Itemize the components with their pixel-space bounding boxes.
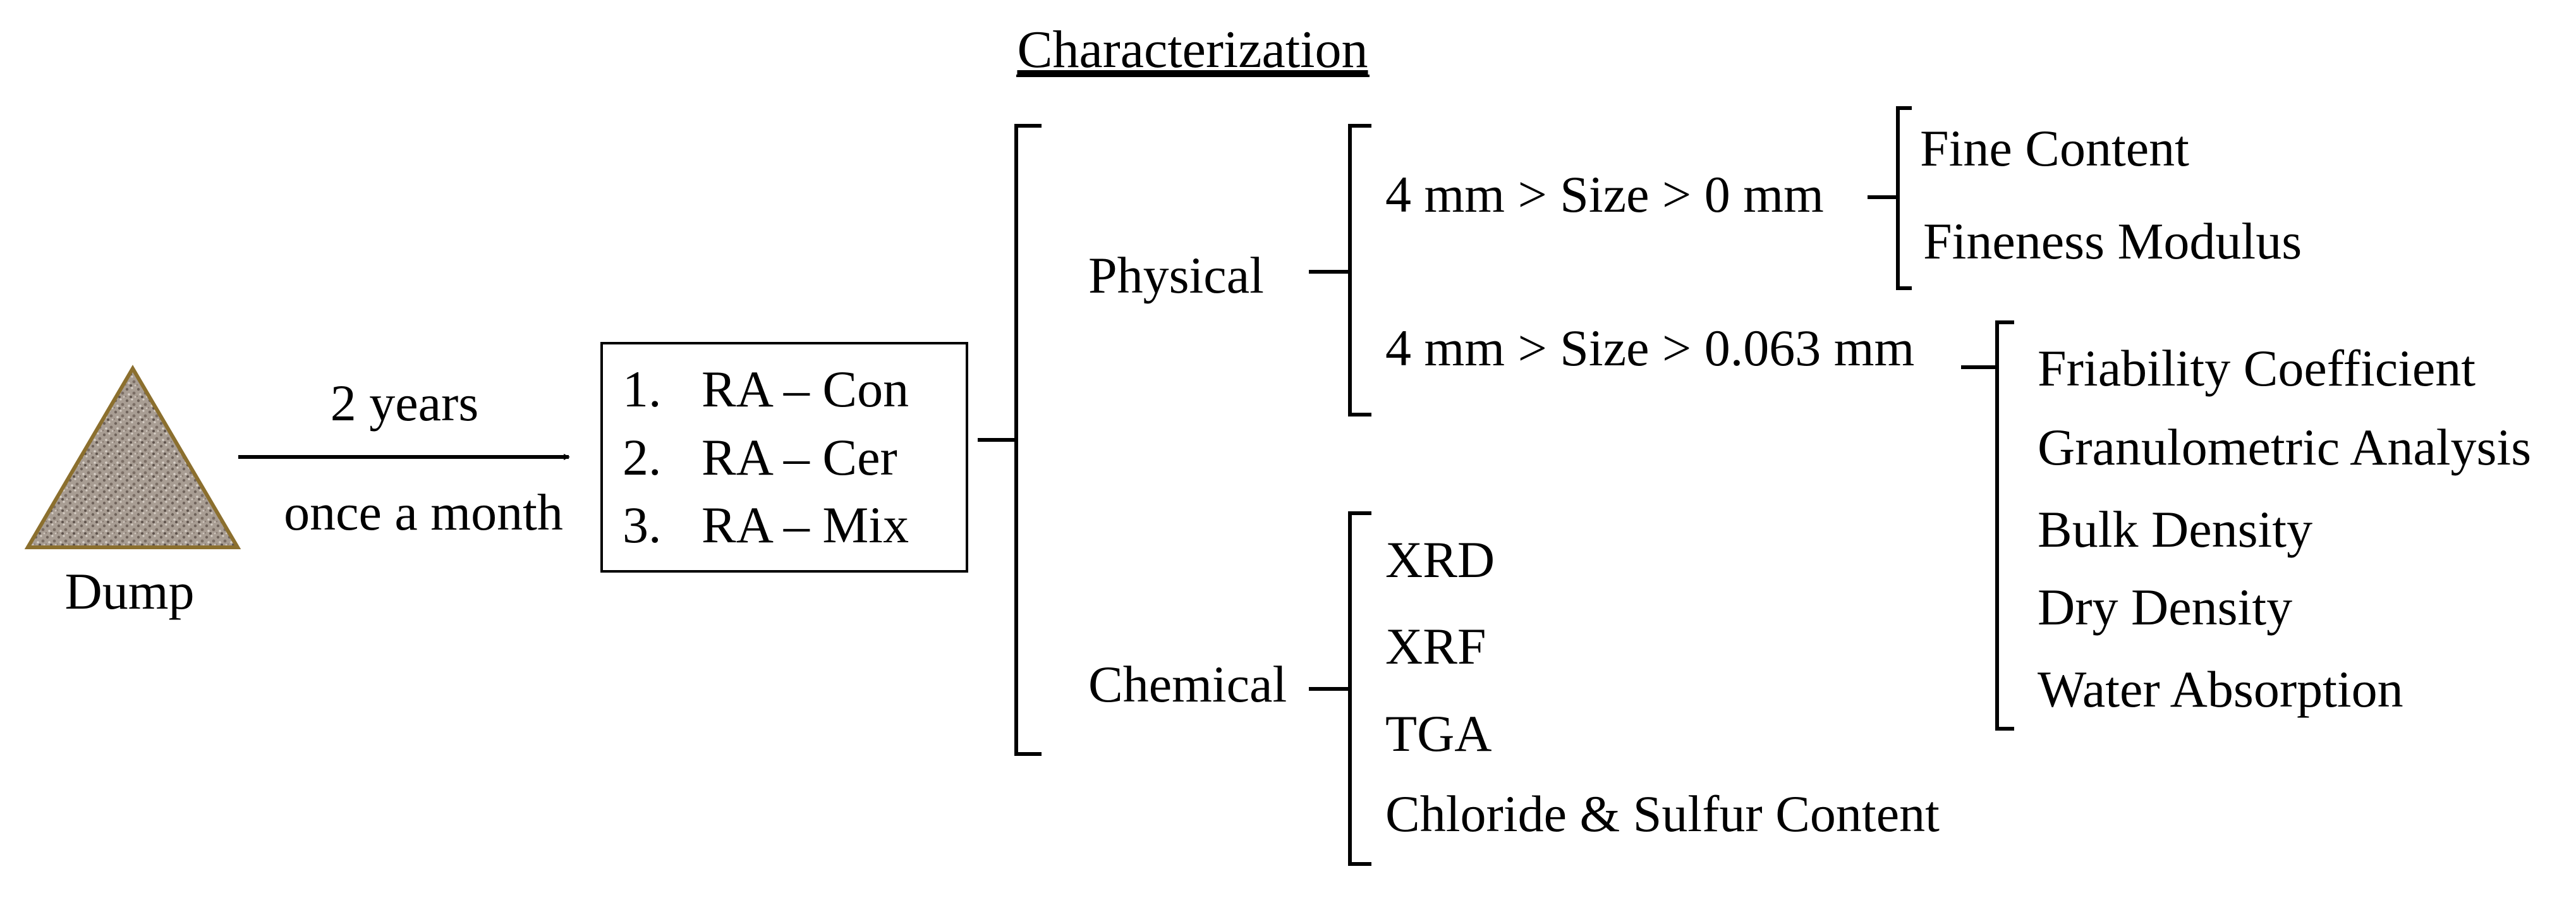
physical-label: Physical — [1088, 246, 1264, 304]
test-tga: TGA — [1385, 705, 1492, 762]
test-friability-coefficient: Friability Coefficient — [2038, 339, 2476, 397]
dump-pile-icon — [24, 365, 241, 549]
diagram-title: Characterization — [1017, 20, 1368, 79]
test-water-absorption: Water Absorption — [2038, 660, 2403, 718]
physical-bracket — [1309, 124, 1371, 417]
test-dry-density: Dry Density — [2038, 578, 2292, 636]
size-group-2-label: 4 mm > Size > 0.063 mm — [1385, 319, 1914, 377]
test-fine-content: Fine Content — [1920, 119, 2189, 177]
test-xrd: XRD — [1385, 531, 1495, 588]
sample-label-2: RA – Cer — [702, 429, 897, 486]
test-bulk-density: Bulk Density — [2038, 501, 2312, 558]
test-chloride-sulfur-content: Chloride & Sulfur Content — [1385, 785, 1940, 842]
chemical-label: Chemical — [1088, 655, 1287, 713]
test-xrf: XRF — [1385, 617, 1486, 675]
sample-number-3: 3. — [623, 496, 662, 554]
chemical-bracket — [1309, 511, 1371, 866]
frequency-interval-label: once a month — [284, 483, 563, 541]
size-group-1-label: 4 mm > Size > 0 mm — [1385, 166, 1824, 223]
sample-label-1: RA – Con — [702, 360, 909, 418]
frequency-duration-label: 2 years — [331, 374, 479, 432]
main-bracket — [978, 124, 1042, 756]
samples-box — [600, 342, 968, 573]
sample-label-3: RA – Mix — [702, 496, 909, 554]
sample-number-1: 1. — [623, 360, 662, 418]
sample-number-2: 2. — [623, 429, 662, 486]
size-group-1-bracket — [1868, 106, 1912, 290]
test-granulometric-analysis: Granulometric Analysis — [2038, 418, 2531, 476]
test-fineness-modulus: Fineness Modulus — [1923, 212, 2302, 270]
dump-label: Dump — [65, 562, 195, 620]
size-group-2-bracket — [1961, 320, 2014, 731]
